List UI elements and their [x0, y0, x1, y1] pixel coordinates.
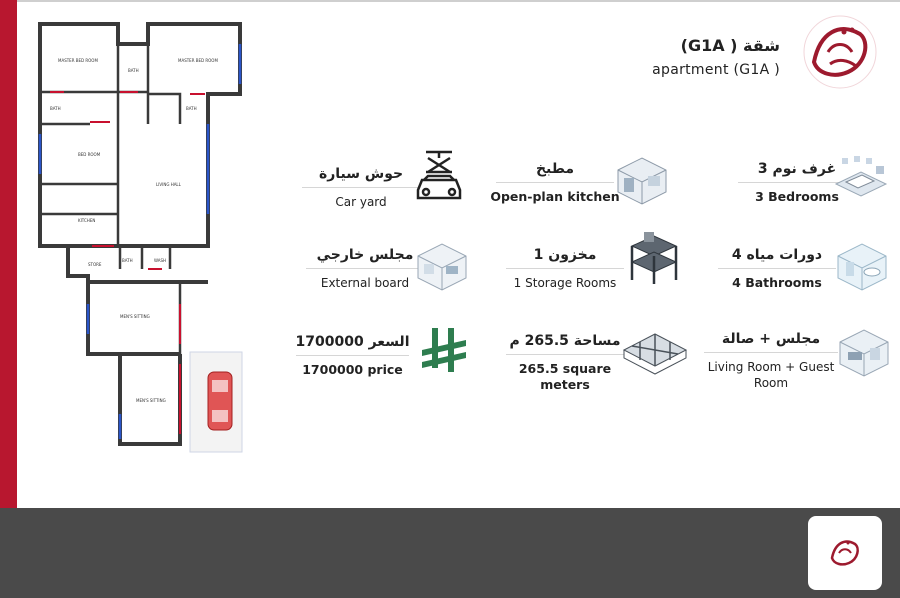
external-board-ar: مجلس خارجي — [316, 247, 414, 263]
top-border — [17, 0, 900, 2]
bedrooms-en: 3 Bedrooms — [755, 189, 839, 204]
footer-bar — [0, 508, 900, 598]
storage-shelf-icon — [630, 232, 678, 284]
apartment-title-en: apartment (G1A ) — [652, 62, 780, 78]
riyal-icon — [422, 328, 466, 372]
footer-logo-card[interactable] — [808, 516, 882, 590]
bathrooms-ar: دورات مياه 4 — [731, 247, 823, 263]
price-en: 1700000 price — [302, 362, 403, 377]
plan-label-kitchen: KITCHEN — [78, 218, 95, 223]
brand-side-bar — [0, 0, 17, 508]
bathroom-icon — [837, 243, 887, 291]
plan-label-bath3: BATH — [186, 106, 197, 111]
bathrooms-en: 4 Bathrooms — [732, 275, 822, 290]
plan-label-bath1: BATH — [128, 68, 139, 73]
living-en: Living Room + Guest Room — [707, 360, 835, 390]
plan-label-master1: MASTER BED ROOM — [58, 58, 98, 63]
apartment-title-ar: شقة ( G1A) — [680, 36, 780, 55]
kitchen-icon — [617, 157, 667, 205]
footer-brand-logo — [830, 540, 859, 566]
living-room-icon — [839, 329, 889, 377]
bedrooms-ar: غرف نوم 3 — [757, 161, 837, 177]
storage-en: 1 Storage Rooms — [513, 276, 617, 290]
plan-label-living: LIVING HALL — [156, 182, 182, 187]
bedroom-icon — [834, 156, 888, 197]
plan-label-master2: MASTER BED ROOM — [178, 58, 218, 63]
area-ar: مساحة 265.5 م — [509, 333, 621, 349]
area-en: 265.5 square meters — [518, 361, 612, 392]
feature-kitchen: مطبخ Open-plan kitchen — [490, 160, 620, 205]
plan-label-mens2: MEN'S SITTING — [136, 398, 166, 403]
brand-logo — [803, 15, 877, 89]
feature-car-yard: حوش سيارة Car yard — [296, 165, 426, 210]
kitchen-en: Open-plan kitchen — [490, 189, 620, 204]
plan-label-bedroom: BED ROOM — [78, 152, 101, 157]
external-room-icon — [417, 243, 467, 291]
feature-storage: مخزون 1 1 Storage Rooms — [500, 246, 630, 291]
feature-price: السعر 1700000 1700000 price — [290, 333, 415, 378]
plan-label-bath2: BATH — [50, 106, 61, 111]
storage-ar: مخزون 1 — [533, 247, 597, 263]
kitchen-ar: مطبخ — [535, 161, 575, 177]
feature-living-room: مجلس + صالة Living Room + Guest Room — [698, 330, 844, 391]
floor-plan-icon — [622, 333, 688, 375]
car-yard-en: Car yard — [335, 195, 387, 209]
plan-label-store: STORE — [88, 262, 102, 267]
price-ar: السعر 1700000 — [295, 334, 410, 350]
car-yard-ar: حوش سيارة — [318, 166, 404, 182]
car-lift-icon — [416, 150, 462, 200]
living-ar: مجلس + صالة — [721, 331, 821, 347]
feature-bedrooms: غرف نوم 3 3 Bedrooms — [732, 160, 862, 205]
floor-plan: MASTER BED ROOM MASTER BED ROOM BATH BAT… — [30, 14, 252, 454]
plan-label-mens1: MEN'S SITTING — [120, 314, 150, 319]
plan-label-bath4: BATH — [122, 258, 133, 263]
external-board-en: External board — [320, 276, 410, 290]
plan-label-wash: WASH — [154, 258, 166, 263]
feature-area: مساحة 265.5 م 265.5 square meters — [500, 332, 630, 393]
feature-external-board: مجلس خارجي External board — [300, 246, 430, 291]
feature-bathrooms: دورات مياه 4 4 Bathrooms — [712, 246, 842, 291]
